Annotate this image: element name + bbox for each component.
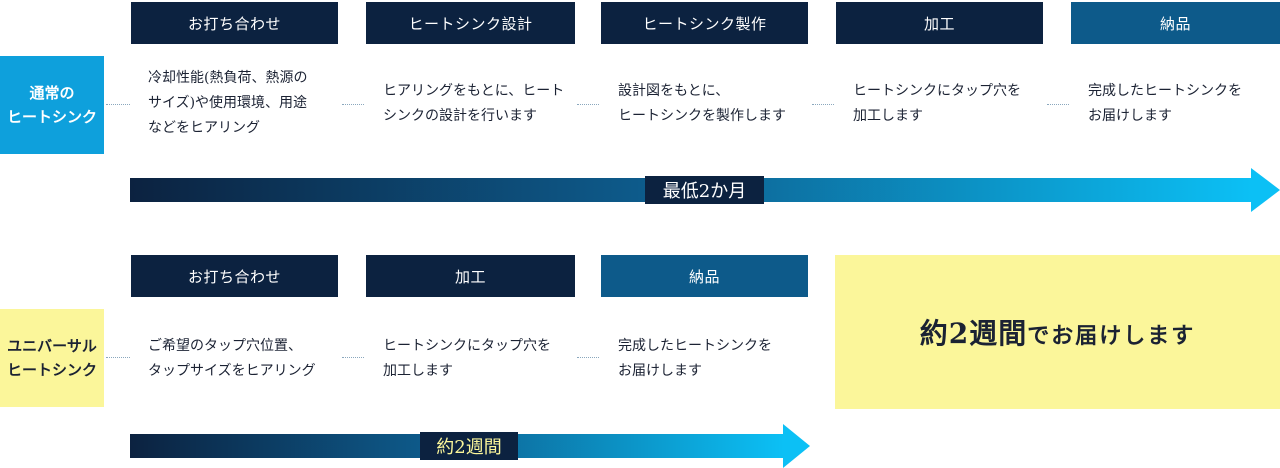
connector-dots [106, 104, 130, 105]
normal-step-desc-delivery: 完成したヒートシンクを お届けします [1088, 83, 1242, 124]
connector-dots [812, 104, 834, 105]
normal-step-desc-production: 設計図をもとに、 ヒートシンクを製作します [618, 83, 786, 124]
arrow-head [783, 424, 810, 468]
connector-dots [342, 357, 364, 358]
universal-step-desc-delivery: 完成したヒートシンクを お届けします [618, 338, 772, 379]
arrow-head [1251, 168, 1280, 212]
connector-dots [106, 357, 130, 358]
connector-dots [577, 104, 599, 105]
normal-duration-badge: 最低2か月 [645, 176, 764, 204]
normal-step-header-meeting: お打ち合わせ [131, 2, 338, 44]
normal-heatsink-label: 通常の ヒートシンク [0, 56, 104, 154]
connector-dots [1047, 104, 1069, 105]
universal-heatsink-label: ユニバーサル ヒートシンク [0, 309, 104, 407]
callout-sub-text: でお届けします [1027, 323, 1196, 349]
connector-dots [342, 104, 364, 105]
normal-step-header-processing: 加工 [836, 2, 1043, 44]
universal-duration-badge: 約2週間 [420, 432, 518, 460]
normal-step-header-delivery: 納品 [1071, 2, 1280, 44]
normal-step-desc-design: ヒアリングをもとに、ヒート シンクの設計を行います [383, 83, 565, 124]
universal-step-desc-meeting: ご希望のタップ穴位置、 タップサイズをヒアリング [148, 338, 316, 379]
normal-step-desc-meeting: 冷却性能(熱負荷、熱源の サイズ)や使用環境、用途 などをヒアリング [148, 70, 308, 136]
callout-main-text: 約2週間 [919, 317, 1028, 350]
normal-step-header-production: ヒートシンク製作 [601, 2, 808, 44]
universal-step-desc-processing: ヒートシンクにタップ穴を 加工します [383, 338, 551, 379]
connector-dots [577, 357, 599, 358]
delivery-callout: 約2週間 でお届けします [835, 255, 1280, 409]
normal-step-desc-processing: ヒートシンクにタップ穴を 加工します [853, 83, 1021, 124]
normal-step-header-design: ヒートシンク設計 [366, 2, 575, 44]
universal-step-header-meeting: お打ち合わせ [131, 255, 338, 297]
universal-step-header-delivery: 納品 [601, 255, 808, 297]
universal-step-header-processing: 加工 [366, 255, 575, 297]
